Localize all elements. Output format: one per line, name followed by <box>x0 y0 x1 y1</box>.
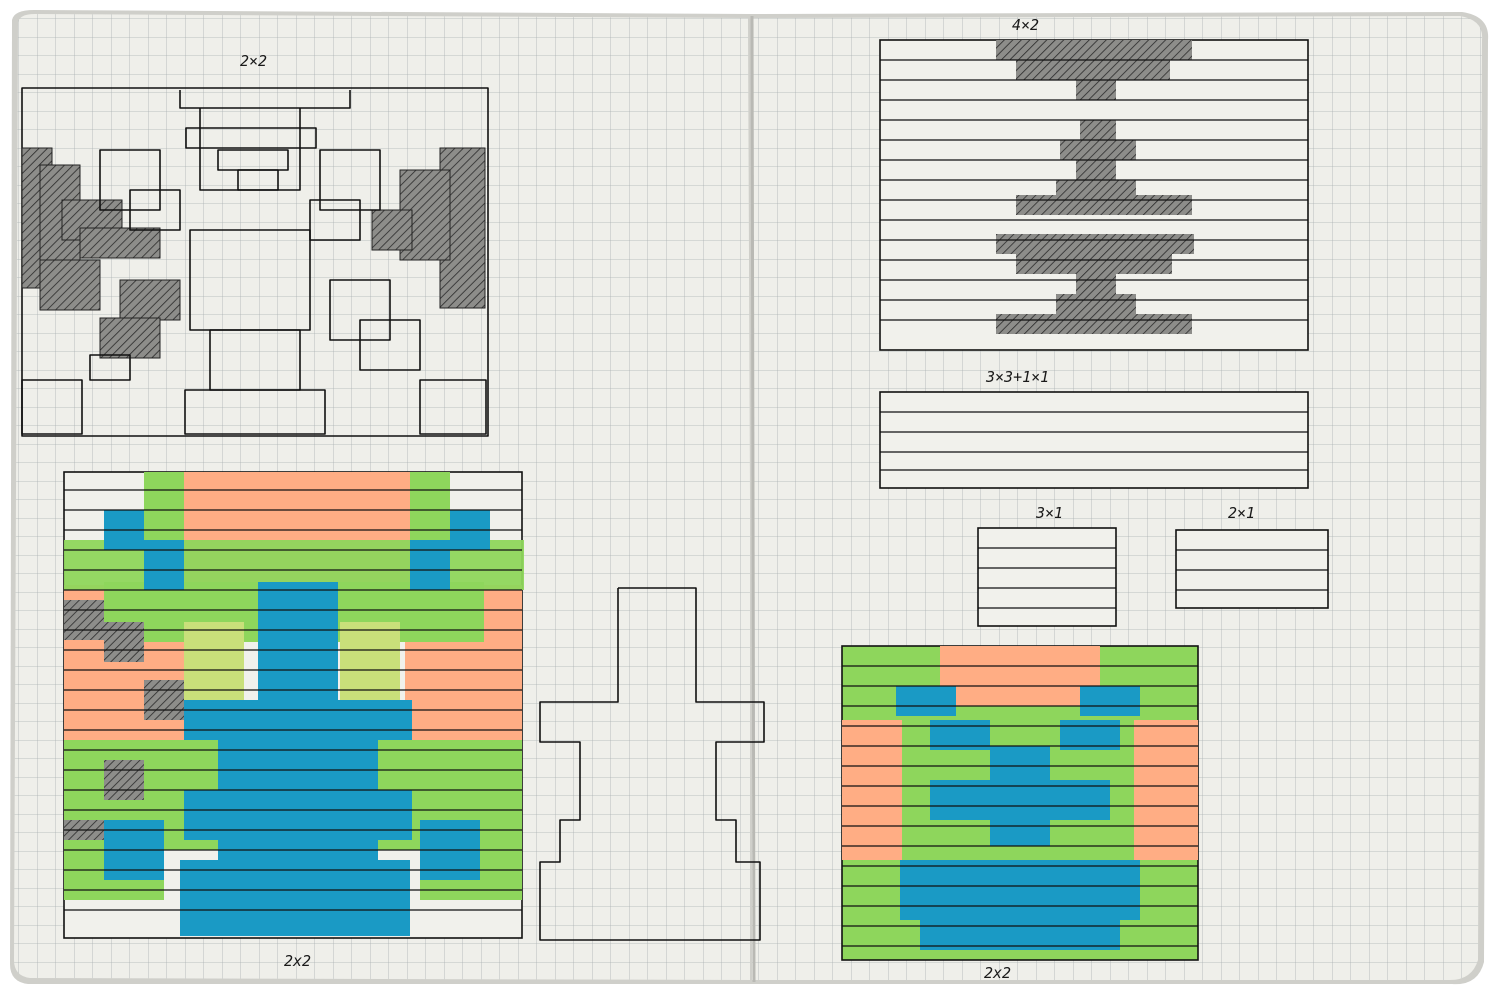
small-right-title: 2×1 <box>1228 504 1255 522</box>
bottom-left-colored-chart <box>64 472 524 938</box>
three-by-one-chart <box>978 528 1116 626</box>
small-left-title: 3×1 <box>1035 504 1063 522</box>
two-by-one-chart <box>1176 530 1328 608</box>
three-by-three-chart <box>880 392 1308 488</box>
middle-right-title: 3×3+1×1 <box>985 368 1049 386</box>
four-by-two-chart <box>880 40 1308 350</box>
bottom-right-colored-chart <box>842 646 1198 960</box>
binding-gutter <box>752 16 754 982</box>
top-left-title: 2×2 <box>240 52 267 70</box>
top-right-title: 4×2 <box>1012 16 1039 34</box>
bottom-right-caption: 2x2 <box>984 964 1011 982</box>
bottom-left-caption: 2x2 <box>284 952 311 970</box>
